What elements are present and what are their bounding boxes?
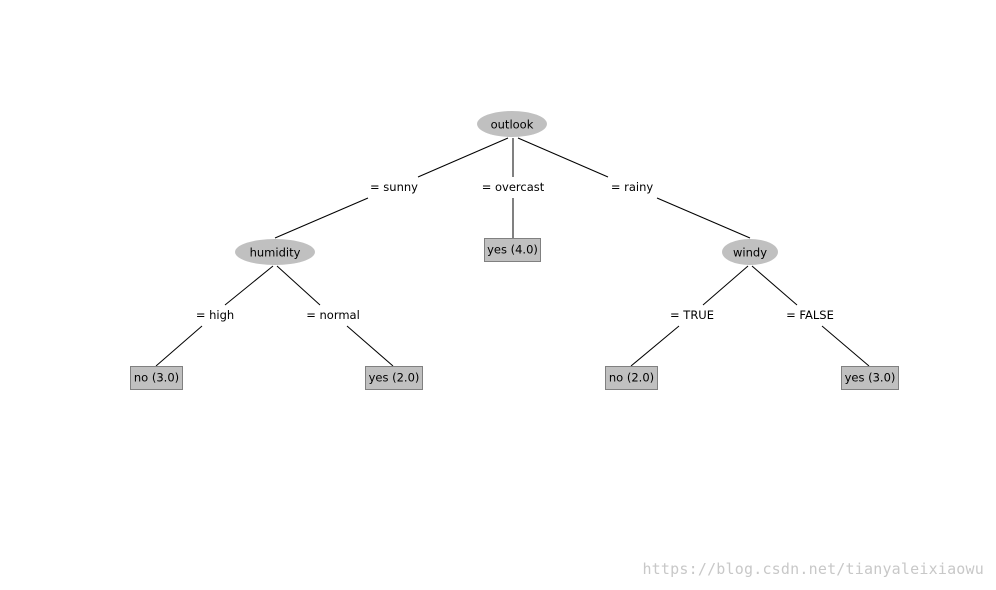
- leaf-box: [130, 366, 183, 390]
- edge-label-rainy: = rainy: [611, 180, 654, 194]
- edge-label-false: = FALSE: [786, 308, 834, 322]
- leaf-box: [484, 238, 541, 262]
- edge-label-sunny: = sunny: [370, 180, 418, 194]
- node-label: outlook: [491, 118, 534, 132]
- leaf-node-false[interactable]: yes (3.0): [841, 366, 899, 390]
- watermark-text: https://blog.csdn.net/tianyaleixiaowu: [642, 560, 984, 578]
- edge-line-sunny-upper: [417, 137, 509, 178]
- edge-line-high-lower: [155, 325, 203, 367]
- leaf-label: yes (3.0): [845, 371, 896, 385]
- edge-line-normal-upper: [276, 265, 321, 306]
- edge-label-normal: = normal: [306, 308, 360, 322]
- edge-line-normal-lower: [346, 325, 394, 367]
- node-label: humidity: [250, 246, 301, 260]
- decision-node-outlook[interactable]: outlook: [477, 111, 547, 137]
- edge-line-false-upper: [751, 265, 798, 306]
- leaf-box: [841, 366, 899, 390]
- node-label: windy: [733, 246, 767, 260]
- edge-label-high: = high: [196, 308, 234, 322]
- leaf-box: [605, 366, 658, 390]
- node-ellipse: [235, 239, 315, 265]
- decision-node-windy[interactable]: windy: [722, 239, 778, 265]
- edge-labels: = sunny = overcast = rainy = high = norm…: [196, 180, 834, 322]
- leaf-box: [365, 366, 423, 390]
- leaf-label: yes (2.0): [369, 371, 420, 385]
- edges: [155, 137, 870, 367]
- edge-line-rainy-lower: [656, 197, 751, 239]
- edge-label-true: = TRUE: [670, 308, 714, 322]
- leaf-label: no (2.0): [609, 371, 654, 385]
- edge-label-overcast: = overcast: [482, 180, 545, 194]
- leaf-label: no (3.0): [134, 371, 179, 385]
- leaf-node-overcast[interactable]: yes (4.0): [484, 238, 541, 262]
- node-ellipse: [477, 111, 547, 137]
- leaf-node-high[interactable]: no (3.0): [130, 366, 183, 390]
- node-ellipse: [722, 239, 778, 265]
- edge-line-true-upper: [702, 265, 749, 306]
- edge-line-sunny-lower: [274, 197, 369, 239]
- edge-line-rainy-upper: [517, 137, 609, 178]
- leaf-node-normal[interactable]: yes (2.0): [365, 366, 423, 390]
- edge-line-high-upper: [224, 265, 274, 306]
- leaf-node-true[interactable]: no (2.0): [605, 366, 658, 390]
- edge-line-false-lower: [821, 325, 870, 367]
- decision-node-humidity[interactable]: humidity: [235, 239, 315, 265]
- leaf-label: yes (4.0): [487, 243, 538, 257]
- edge-line-true-lower: [630, 325, 680, 367]
